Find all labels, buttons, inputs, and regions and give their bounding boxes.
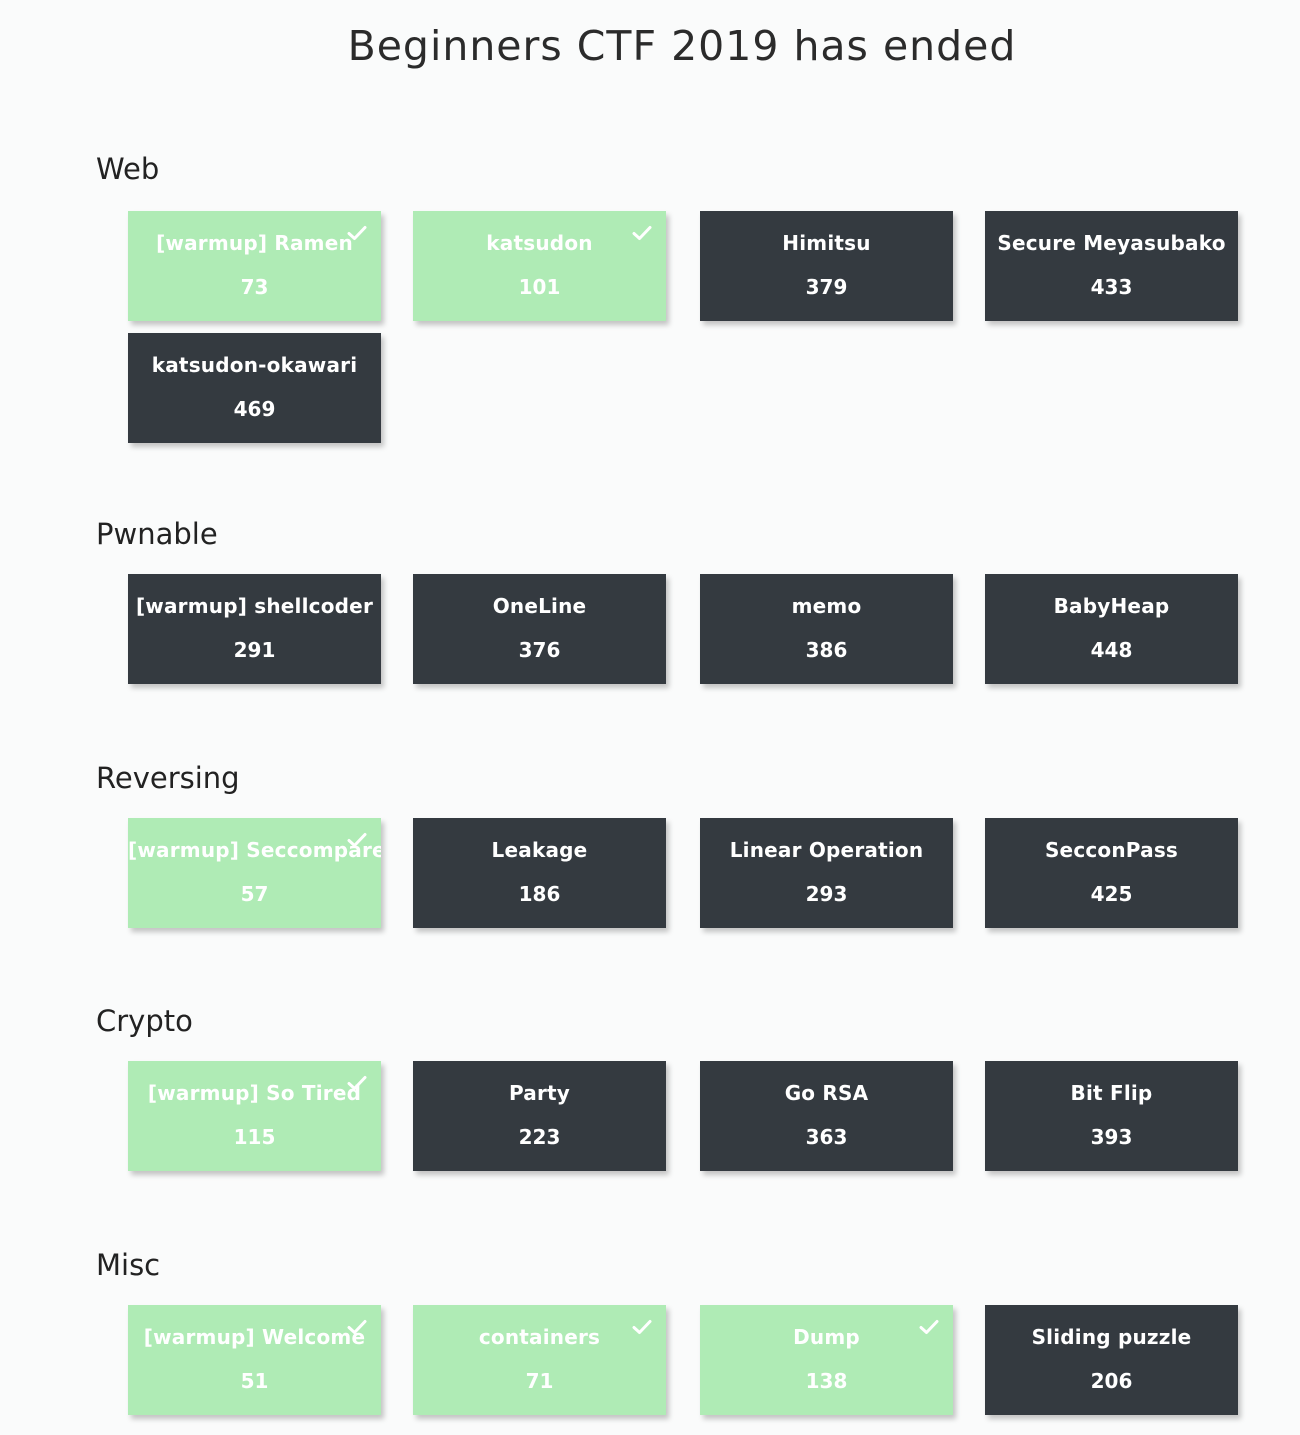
challenge-points: 138 — [805, 1369, 848, 1393]
challenge-name: Secure Meyasubako — [997, 231, 1226, 255]
challenge-card-containers[interactable]: containers 71 — [413, 1305, 666, 1415]
challenge-name: OneLine — [492, 594, 587, 618]
challenge-name: [warmup] shellcoder — [135, 594, 374, 618]
category-title-pwnable: Pwnable — [96, 517, 218, 551]
challenge-card-sliding-puzzle[interactable]: Sliding puzzle 206 — [985, 1305, 1238, 1415]
challenge-points: 51 — [240, 1369, 269, 1393]
challenge-name: SecconPass — [1044, 838, 1179, 862]
challenge-name: Linear Operation — [729, 838, 924, 862]
challenge-name: Sliding puzzle — [1031, 1325, 1192, 1349]
challenge-name: [warmup] So Tired — [147, 1081, 362, 1105]
check-icon — [347, 832, 367, 848]
challenge-points: 393 — [1090, 1125, 1133, 1149]
challenge-points: 376 — [518, 638, 561, 662]
challenge-points: 433 — [1090, 275, 1133, 299]
challenge-points: 448 — [1090, 638, 1133, 662]
category-title-crypto: Crypto — [96, 1004, 193, 1038]
category-title-web: Web — [96, 152, 160, 186]
category-title-misc: Misc — [96, 1248, 161, 1282]
challenge-name: BabyHeap — [1053, 594, 1170, 618]
challenge-card-memo[interactable]: memo 386 — [700, 574, 953, 684]
challenge-card-warmup-welcome[interactable]: [warmup] Welcome 51 — [128, 1305, 381, 1415]
challenge-points: 291 — [233, 638, 276, 662]
challenge-card-leakage[interactable]: Leakage 186 — [413, 818, 666, 928]
check-icon — [347, 225, 367, 241]
challenge-points: 425 — [1090, 882, 1133, 906]
challenge-card-oneline[interactable]: OneLine 376 — [413, 574, 666, 684]
challenge-card-secure-meyasubako[interactable]: Secure Meyasubako 433 — [985, 211, 1238, 321]
challenge-name: Go RSA — [784, 1081, 869, 1105]
challenge-points: 71 — [525, 1369, 554, 1393]
challenge-points: 386 — [805, 638, 848, 662]
challenge-points: 469 — [233, 397, 276, 421]
challenge-name: Bit Flip — [1070, 1081, 1153, 1105]
challenge-card-katsudon[interactable]: katsudon 101 — [413, 211, 666, 321]
challenge-card-bit-flip[interactable]: Bit Flip 393 — [985, 1061, 1238, 1171]
challenge-card-warmup-so-tired[interactable]: [warmup] So Tired 115 — [128, 1061, 381, 1171]
challenge-card-babyheap[interactable]: BabyHeap 448 — [985, 574, 1238, 684]
challenge-card-warmup-seccompare[interactable]: [warmup] Seccompare 57 — [128, 818, 381, 928]
challenge-points: 379 — [805, 275, 848, 299]
challenge-card-warmup-shellcoder[interactable]: [warmup] shellcoder 291 — [128, 574, 381, 684]
challenge-name: Party — [508, 1081, 571, 1105]
challenge-points: 293 — [805, 882, 848, 906]
challenge-name: memo — [791, 594, 862, 618]
challenge-name: Dump — [793, 1325, 860, 1349]
challenge-name: [warmup] Welcome — [143, 1325, 366, 1349]
challenge-points: 115 — [233, 1125, 276, 1149]
challenge-name: Himitsu — [782, 231, 871, 255]
check-icon — [632, 1319, 652, 1335]
challenge-card-warmup-ramen[interactable]: [warmup] Ramen 73 — [128, 211, 381, 321]
challenge-name: katsudon-okawari — [151, 353, 358, 377]
challenge-points: 186 — [518, 882, 561, 906]
check-icon — [347, 1075, 367, 1091]
challenge-name: Leakage — [491, 838, 588, 862]
challenge-points: 101 — [518, 275, 561, 299]
challenge-name: containers — [478, 1325, 601, 1349]
challenge-card-himitsu[interactable]: Himitsu 379 — [700, 211, 953, 321]
challenge-card-linear-operation[interactable]: Linear Operation 293 — [700, 818, 953, 928]
check-icon — [632, 225, 652, 241]
category-title-reversing: Reversing — [96, 761, 240, 795]
challenge-card-katsudon-okawari[interactable]: katsudon-okawari 469 — [128, 333, 381, 443]
challenge-name: katsudon — [486, 231, 593, 255]
check-icon — [347, 1319, 367, 1335]
challenge-card-secconpass[interactable]: SecconPass 425 — [985, 818, 1238, 928]
challenge-points: 223 — [518, 1125, 561, 1149]
challenge-points: 363 — [805, 1125, 848, 1149]
challenge-card-dump[interactable]: Dump 138 — [700, 1305, 953, 1415]
check-icon — [919, 1319, 939, 1335]
challenge-name: [warmup] Ramen — [156, 231, 353, 255]
challenge-points: 57 — [240, 882, 269, 906]
challenge-points: 73 — [240, 275, 269, 299]
challenge-card-party[interactable]: Party 223 — [413, 1061, 666, 1171]
page-title: Beginners CTF 2019 has ended — [347, 22, 1017, 70]
challenge-card-go-rsa[interactable]: Go RSA 363 — [700, 1061, 953, 1171]
challenge-points: 206 — [1090, 1369, 1133, 1393]
challenge-name: [warmup] Seccompare — [128, 838, 381, 862]
